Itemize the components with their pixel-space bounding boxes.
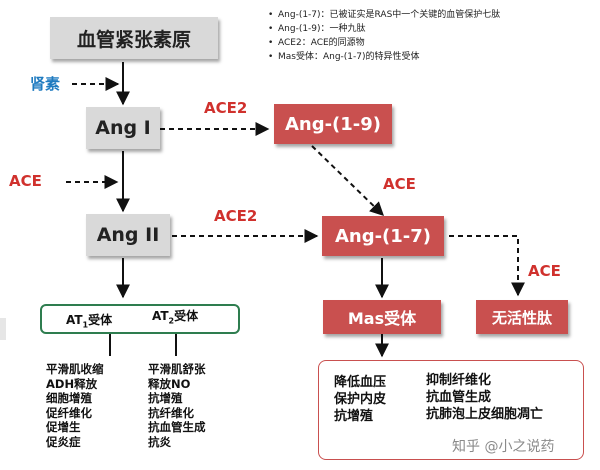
node-mas-receptor: Mas受体 [323,300,441,334]
legend-item: •Mas受体：Ang-(1-7)的特异性受体 [268,52,420,62]
label-ace-left: ACE [9,172,42,190]
list-item: 抗炎 [148,434,171,449]
list-item: 抗增殖 [334,409,374,424]
list-item: 保护内皮 [334,392,387,407]
label-renin: 肾素 [30,75,61,93]
at2-receptor-label: AT2受体 [152,309,199,326]
list-item: 抗血管生成 [426,390,492,405]
list-item: 促炎症 [46,434,81,449]
legend-item: •Ang-(1-7)：已被证实是RAS中一个关键的血管保护七肽 [268,10,501,20]
edge-artifact [0,318,6,340]
list-item: 促增生 [46,420,81,434]
node-angiotensinogen: 血管紧张素原 [50,17,218,59]
at1-receptor-label: AT1受体 [66,313,113,330]
list-item: 释放NO [148,376,191,391]
node-ang17: Ang-(1-7) [322,216,444,256]
list-item: 抗肺泡上皮细胞凋亡 [426,407,544,422]
list-item: 抗纤维化 [148,405,194,420]
list-item: 抗增殖 [148,391,183,405]
at2-effects-list: 平滑肌舒张 释放NO 抗增殖 抗纤维化 抗血管生成 抗炎 [148,362,206,449]
mas-effects-box [318,360,584,460]
list-item: ADH释放 [46,376,98,391]
label-ace2-top: ACE2 [204,99,248,117]
legend-item: •ACE2：ACE的同源物 [268,38,365,48]
mas-effects-right-list: 抑制纤维化 抗血管生成 抗肺泡上皮细胞凋亡 [426,372,543,423]
list-item: 抗血管生成 [148,420,206,434]
legend: •Ang-(1-7)：已被证实是RAS中一个关键的血管保护七肽 •Ang-(1-… [268,8,500,64]
watermark: 知乎 @小之说药 [452,439,555,455]
label-ace2-mid: ACE2 [214,207,258,225]
list-item: 促纤维化 [46,405,92,420]
node-ang2: Ang II [86,214,170,256]
at1-effects-list: 平滑肌收缩 ADH释放 细胞增殖 促纤维化 促增生 促炎症 [46,362,104,449]
node-ang19: Ang-(1-9) [274,104,392,144]
mas-effects-left-list: 降低血压 保护内皮 抗增殖 [334,374,386,425]
list-item: 平滑肌舒张 [148,362,206,376]
node-ang1: Ang I [86,107,160,149]
list-item: 抑制纤维化 [426,373,492,388]
at-receptor-box [40,304,240,334]
list-item: 细胞增殖 [46,391,92,405]
list-item: 平滑肌收缩 [46,362,104,376]
list-item: 降低血压 [334,375,387,390]
label-ace-mid: ACE [383,175,416,193]
node-inactive-peptide: 无活性肽 [476,300,568,334]
label-ace-right: ACE [528,262,561,280]
legend-item: •Ang-(1-9)：一种九肽 [268,24,366,34]
arrow-ang19-to-ang17 [311,145,385,216]
arrow-ang17-to-inactive [449,235,525,297]
